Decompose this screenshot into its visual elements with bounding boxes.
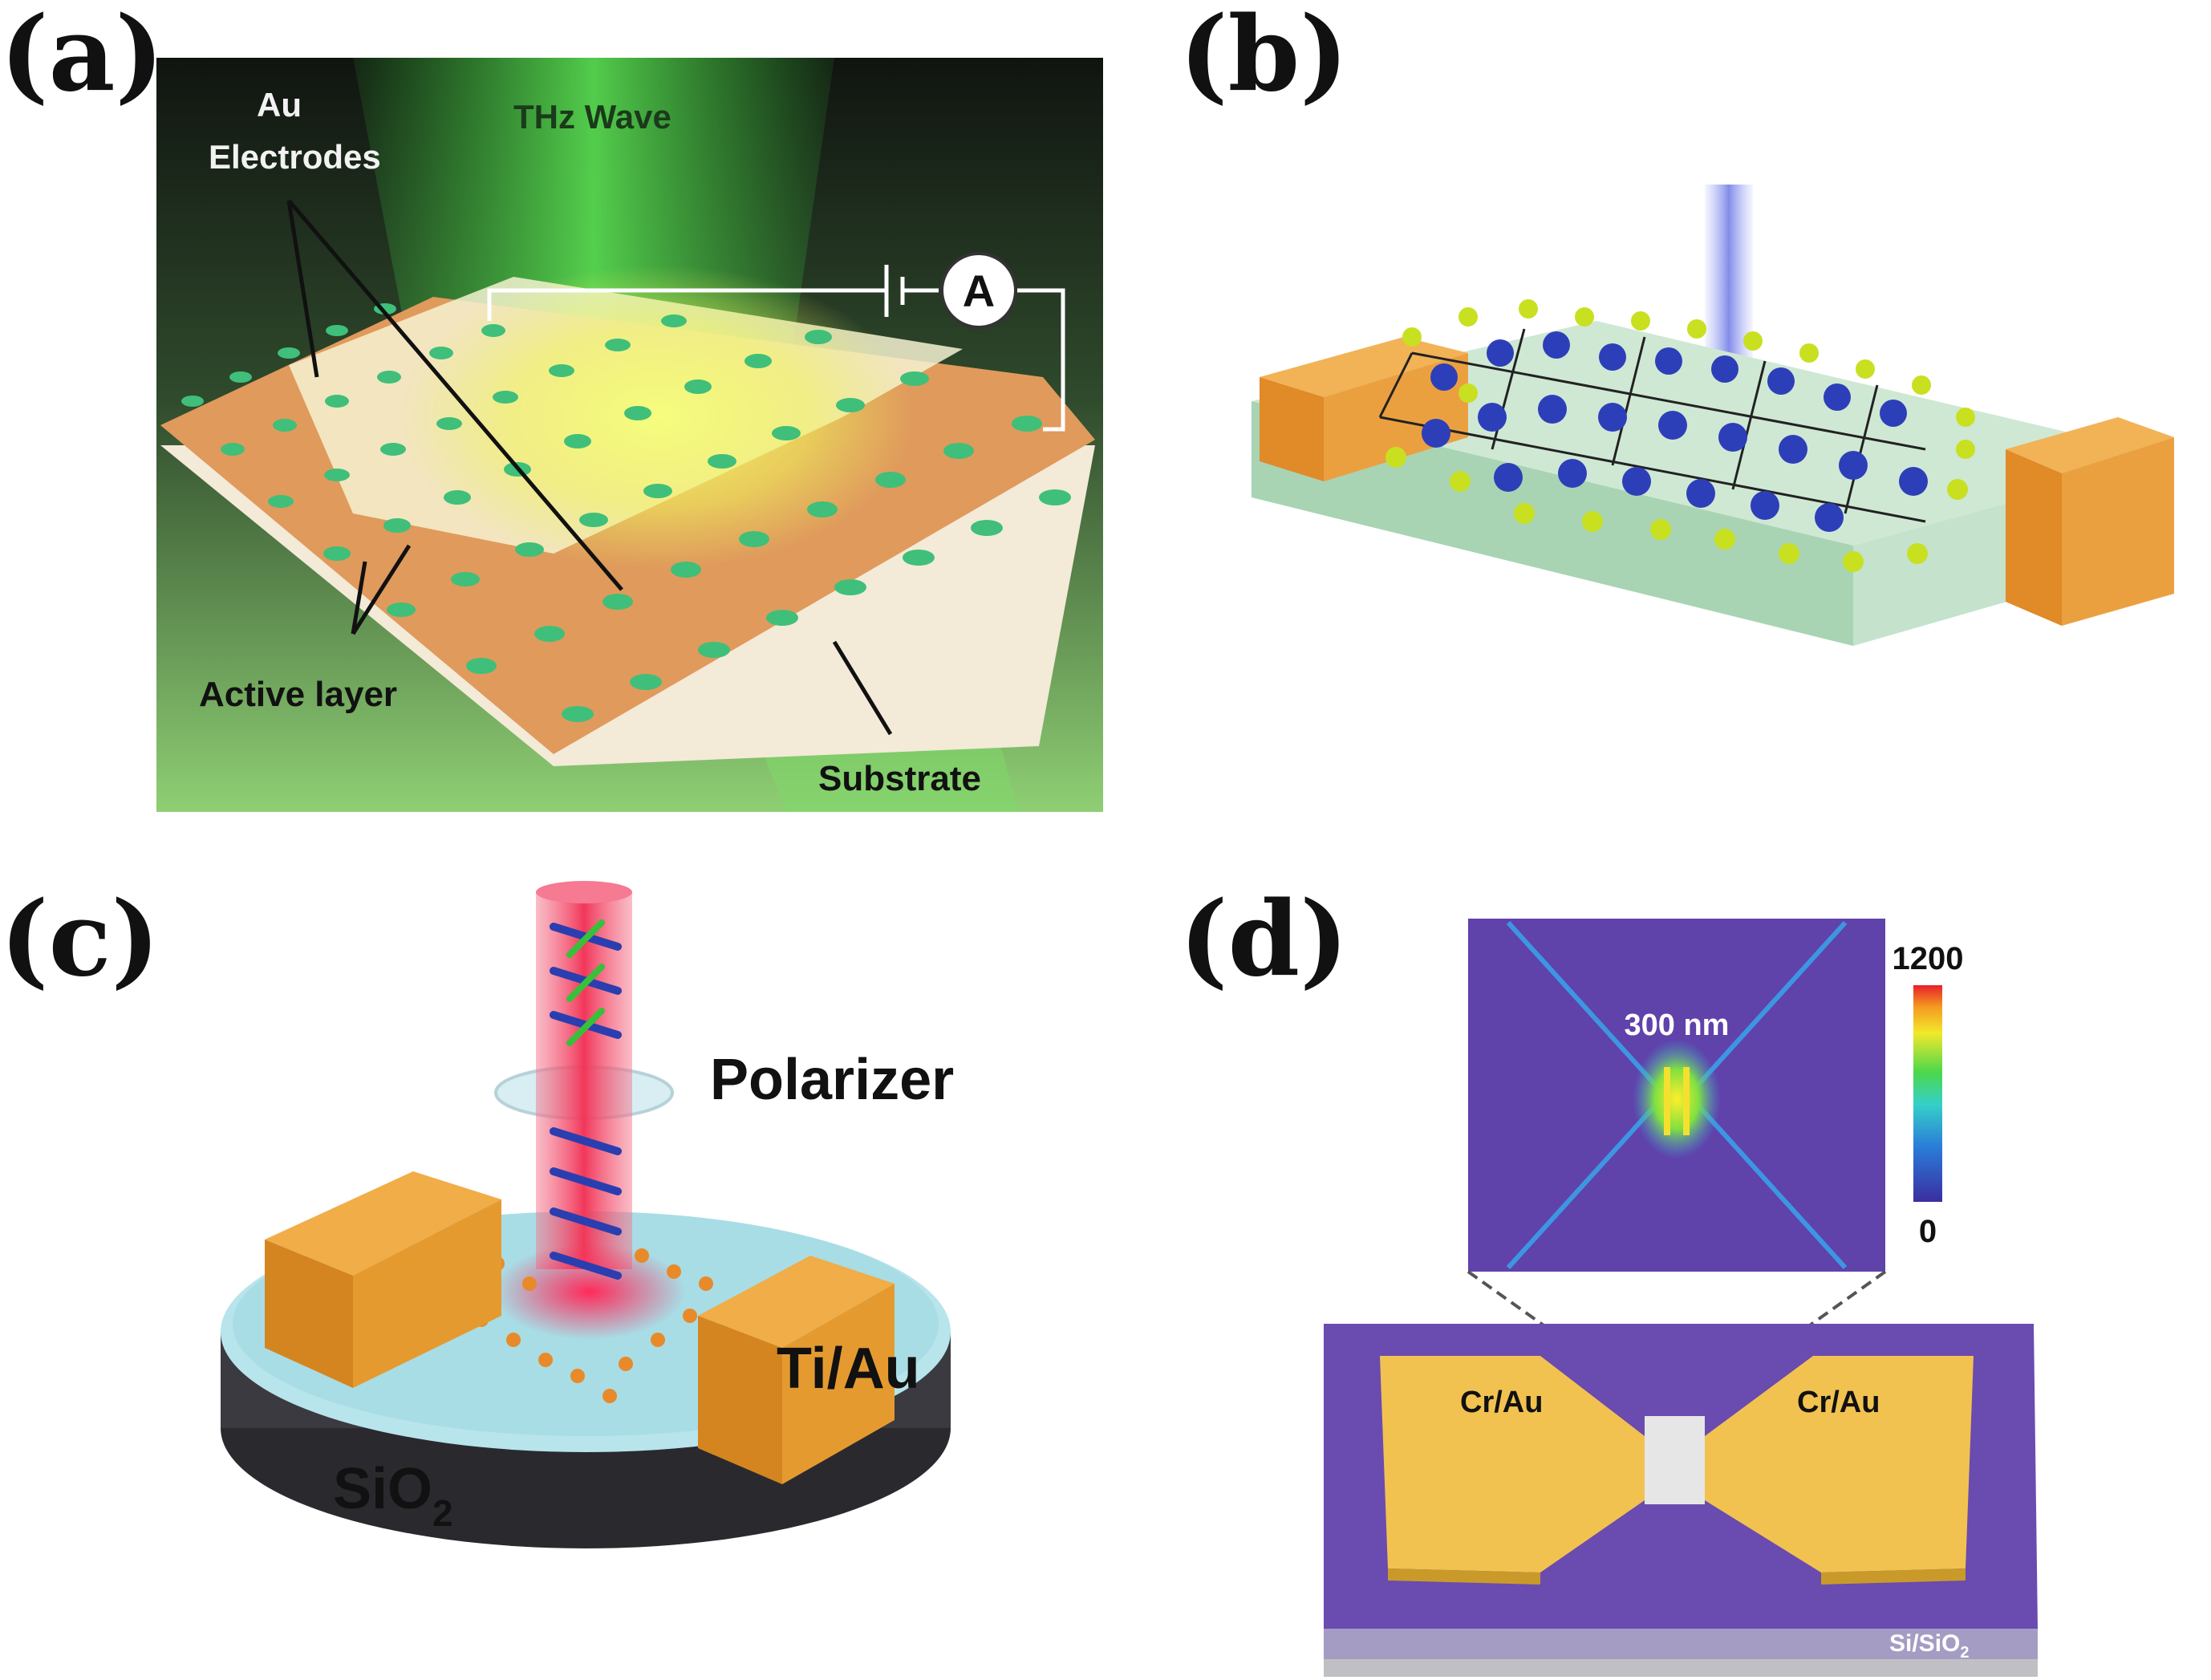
field-map: 300 nm bbox=[1468, 919, 1885, 1272]
panel-c-letter: (c) bbox=[0, 879, 160, 1000]
au-label: Au bbox=[257, 86, 302, 124]
thz-wave-label: THz Wave bbox=[513, 98, 671, 136]
channel-gap bbox=[1645, 1416, 1705, 1504]
pointer-lines bbox=[286, 199, 893, 736]
electrode-left bbox=[1260, 337, 1468, 481]
panel-a: (a) bbox=[0, 0, 1103, 812]
panel-b-letter: (b) bbox=[1179, 0, 1349, 115]
colorbar-max-label: 1200 bbox=[1893, 941, 1964, 976]
panel-a-letter: (a) bbox=[0, 0, 164, 115]
panel-a-illustration: A Au Electrodes THz Wave Active layer Su… bbox=[156, 58, 1103, 812]
sio2-label: SiO2 bbox=[333, 1457, 453, 1534]
panel-c: (c) bbox=[0, 879, 954, 1548]
tiau-pad-right bbox=[698, 1256, 895, 1484]
electrode-right bbox=[2006, 417, 2174, 626]
antenna-array bbox=[181, 303, 1071, 722]
bowtie-left bbox=[1380, 1356, 1645, 1572]
polarizer-label: Polarizer bbox=[710, 1048, 954, 1112]
bowtie-device: Cr/Au Cr/Au Si/SiO2 bbox=[1324, 1324, 2038, 1677]
panel-d-letter: (d) bbox=[1179, 879, 1349, 1000]
tiau-label: Ti/Au bbox=[777, 1337, 920, 1401]
tiau-pad-left bbox=[265, 1171, 501, 1388]
substrate-slab bbox=[1252, 321, 2174, 546]
ammeter-label: A bbox=[963, 266, 995, 316]
crau-left-label: Cr/Au bbox=[1460, 1386, 1543, 1419]
substrate-label-d: Si/SiO2 bbox=[1889, 1630, 1969, 1662]
ammeter-icon bbox=[940, 252, 1017, 329]
panel-b-illustration bbox=[1252, 185, 2174, 646]
panel-d: (d) 300 nm 1200 0 bbox=[1179, 879, 2038, 1677]
circuit-wire bbox=[487, 265, 1065, 432]
electrodes-label: Electrodes bbox=[209, 138, 381, 176]
substrate-label: Substrate bbox=[818, 759, 981, 798]
red-laser-beam bbox=[536, 892, 632, 1269]
bowtie-right bbox=[1705, 1356, 1974, 1572]
scale-label: 300 nm bbox=[1625, 1008, 1730, 1042]
colorbar-min-label: 0 bbox=[1919, 1214, 1937, 1249]
panel-c-illustration: Polarizer Ti/Au SiO2 bbox=[221, 881, 954, 1548]
active-layer-label: Active layer bbox=[199, 675, 397, 714]
colorbar: 1200 0 bbox=[1893, 941, 1964, 1249]
panel-b: (b) bbox=[1179, 0, 2174, 646]
crau-right-label: Cr/Au bbox=[1797, 1386, 1880, 1419]
atoms-blue bbox=[1422, 331, 1928, 532]
atoms-yellow bbox=[1385, 299, 1975, 572]
